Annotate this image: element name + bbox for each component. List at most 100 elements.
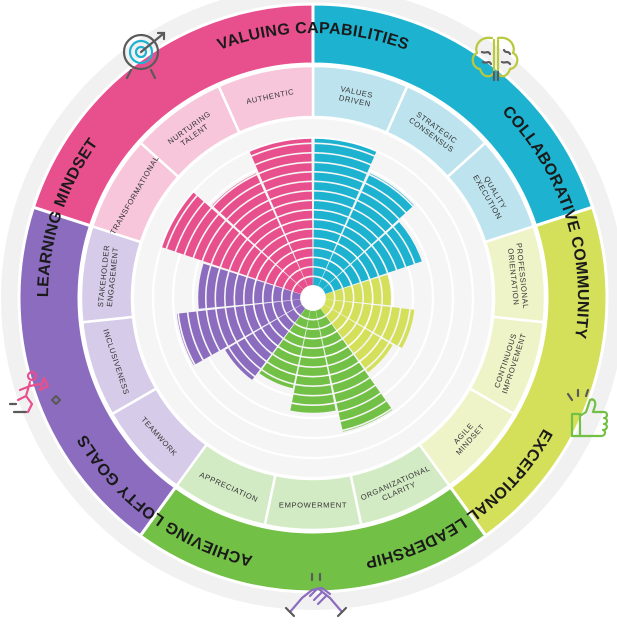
rose-bar-segment (282, 300, 294, 313)
rose-bar-segment (297, 366, 329, 376)
rose-bar-segment (216, 308, 236, 346)
rose-bar-segment (330, 253, 350, 270)
rose-bar-segment (390, 308, 410, 346)
leader-running-icon (8, 370, 62, 414)
rose-bar-segment (254, 303, 269, 327)
rose-bar-segment (290, 270, 304, 283)
rose-bar-segment (386, 227, 414, 267)
rose-bar-segment (373, 306, 391, 337)
rose-bar-segment (318, 278, 329, 290)
rose-bar-segment (267, 355, 298, 375)
rose-bar-segment (221, 233, 247, 270)
rose-bar-segment (332, 314, 348, 331)
rose-bar-segment (351, 259, 369, 282)
rose-bar-segment (338, 235, 364, 258)
rose-bar-segment (273, 301, 286, 318)
rose-bar-segment (254, 280, 265, 304)
rose-bar-segment (303, 338, 323, 348)
rose-bar-segment (239, 246, 261, 276)
rose-bar-segment (314, 182, 360, 199)
rose-bar-segment (282, 288, 292, 301)
rose-bar-segment (324, 339, 348, 356)
center-hole (301, 286, 325, 310)
rose-bar-segment (334, 288, 344, 301)
rose-bar-segment (225, 348, 255, 380)
rose-bar-segment (230, 240, 254, 273)
rose-bar-segment (340, 401, 392, 430)
rose-bar-segment (278, 314, 294, 331)
rose-bar-segment (178, 312, 203, 365)
rose-bar-segment (248, 218, 280, 245)
rose-bar-segment (313, 258, 329, 269)
rose-bar-segment (249, 138, 312, 156)
thumbs-up-icon (566, 388, 609, 438)
rose-bar-segment (398, 309, 415, 349)
rose-bar-segment (346, 218, 378, 245)
rose-bar-segment (273, 286, 283, 302)
rose-bars (162, 138, 422, 432)
rose-bar-segment (229, 343, 260, 376)
rose-bar-segment (326, 261, 343, 277)
rose-bar-segment (324, 299, 334, 309)
rose-bar-segment (349, 328, 372, 353)
rose-bar-segment (235, 306, 253, 337)
rose-bar-segment (197, 310, 219, 355)
rose-bar-segment (313, 210, 348, 226)
rose-bar-segment (241, 209, 276, 238)
rose-bar-segment (343, 323, 364, 346)
rose-bar-segment (313, 201, 352, 217)
rose-bar-segment (216, 269, 229, 308)
rose-bar-segment (244, 277, 256, 305)
rose-bar-segment (295, 316, 309, 328)
rose-bar-segment (167, 196, 204, 252)
rose-bar-segment (262, 323, 283, 346)
guide-ring (171, 156, 455, 440)
rose-bar-segment (198, 263, 210, 309)
rose-bar-segment (325, 291, 334, 300)
rose-bar-segment (270, 191, 312, 208)
rose-bar-segment (295, 304, 306, 315)
rose-bar-segment (213, 175, 261, 213)
rose-bar-segment (225, 271, 238, 307)
rose-bar-segment (297, 258, 313, 269)
rose-bar-segment (255, 153, 312, 173)
rose-bar-segment (314, 153, 371, 173)
guide-ring (271, 256, 355, 340)
rose-bar-segment (343, 286, 353, 302)
rose-bar-segment (313, 239, 337, 252)
rose-bar-segment (263, 302, 277, 323)
rose-bar-segment (314, 138, 377, 156)
rose-bar-segment (326, 309, 340, 323)
rose-bar-segment (315, 308, 326, 319)
rose-bar-segment (286, 309, 300, 323)
rose-bar-segment (332, 300, 344, 313)
subcategory-ring (79, 64, 547, 532)
rose-bar-segment (360, 338, 389, 369)
rose-bar-segment (176, 202, 211, 255)
rose-bar-segment (379, 233, 405, 270)
rose-bar-segment (319, 324, 337, 337)
rose-bar-segment (269, 244, 292, 264)
rose-bar-segment (293, 284, 304, 294)
brain-icon (471, 36, 519, 82)
rose-bar-segment (297, 278, 308, 290)
guide-ring (131, 116, 495, 480)
rose-bar-segment (245, 304, 261, 332)
rose-bar-segment (336, 386, 381, 412)
rose-bar-segment (342, 227, 371, 251)
rose-bar-segment (266, 265, 282, 285)
rose-bar-segment (313, 229, 341, 243)
rose-bar-segment (337, 271, 351, 288)
rose-bar-segment (227, 192, 269, 225)
rose-bar-segment (162, 192, 197, 249)
rose-bar-segment (370, 277, 382, 305)
rose-bar-segment (206, 266, 220, 309)
rose-bar-segment (357, 192, 399, 225)
rose-bar-segment (203, 221, 232, 264)
rose-bar-segment (394, 222, 422, 264)
guide-rings (131, 116, 495, 480)
subcategory-label: EMPOWERMENT (279, 501, 347, 510)
rose-bar-segment (251, 144, 312, 165)
rose-bar-segment (365, 304, 381, 332)
